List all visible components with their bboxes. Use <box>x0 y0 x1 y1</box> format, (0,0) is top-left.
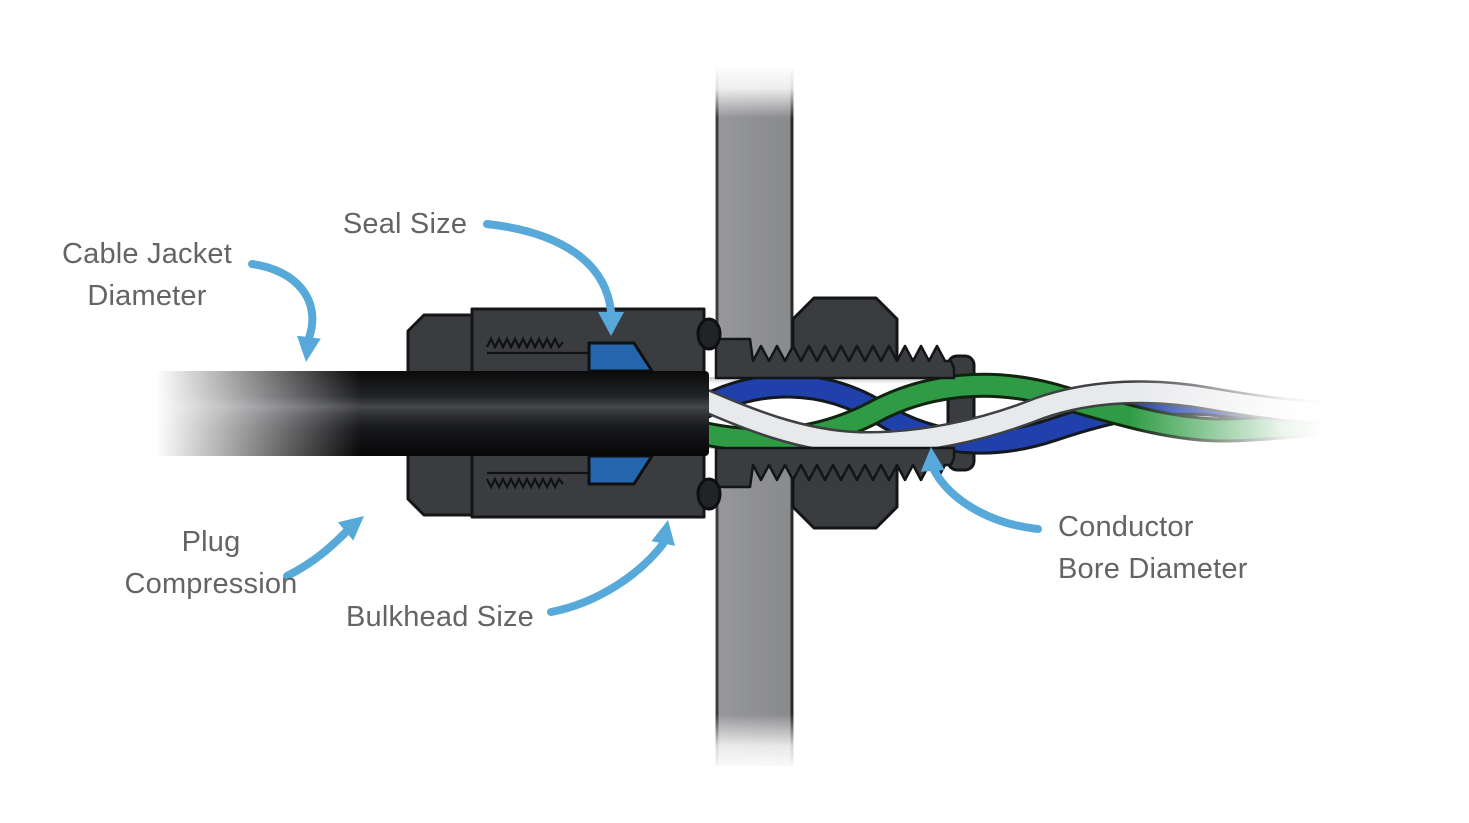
arrow-bulkhead-size-head <box>651 520 675 546</box>
cable-left-fade <box>128 366 360 460</box>
label-cable-jacket-line2: Diameter <box>87 280 207 312</box>
threaded-shaft-lower <box>714 446 956 489</box>
label-seal-size-line1: Seal Size <box>342 208 468 240</box>
label-plug-compression-line1: Plug <box>181 526 241 558</box>
label-cable-jacket-line1: Cable Jacket <box>61 238 233 270</box>
arrow-bulkhead-size <box>547 540 667 616</box>
cable <box>128 366 709 460</box>
threaded-shaft <box>714 337 956 489</box>
arrow-conductor-bore-head <box>920 447 945 472</box>
threaded-shaft-upper <box>714 337 956 380</box>
label-conductor-bore-line1: Conductor <box>1058 511 1194 543</box>
label-cable-jacket-diameter: Cable Jacket Diameter <box>38 233 256 317</box>
label-bulkhead-size-line1: Bulkhead Size <box>346 601 534 633</box>
oring-top <box>696 317 722 351</box>
label-conductor-bore-line2: Bore Diameter <box>1058 553 1248 585</box>
label-seal-size: Seal Size <box>330 203 480 245</box>
arrow-seal-size-head <box>598 312 624 336</box>
arrow-plug-compression <box>283 526 352 580</box>
internal-thread-lower <box>486 476 564 490</box>
arrow-seal-size <box>483 220 615 316</box>
arrow-cable-jacket <box>248 260 317 342</box>
conductor-fade <box>1130 364 1345 460</box>
arrow-conductor-bore <box>930 466 1042 533</box>
label-bulkhead-size: Bulkhead Size <box>339 596 541 638</box>
internal-thread-upper <box>486 336 564 350</box>
label-plug-compression-line2: Compression <box>124 568 298 600</box>
oring-bottom <box>696 477 722 511</box>
arrow-cable-jacket-head <box>297 335 321 362</box>
label-conductor-bore-diameter: Conductor Bore Diameter <box>1058 506 1318 590</box>
arrow-plug-compression-head <box>337 516 364 541</box>
label-plug-compression: Plug Compression <box>100 521 322 605</box>
leader-arrows <box>248 220 1042 616</box>
